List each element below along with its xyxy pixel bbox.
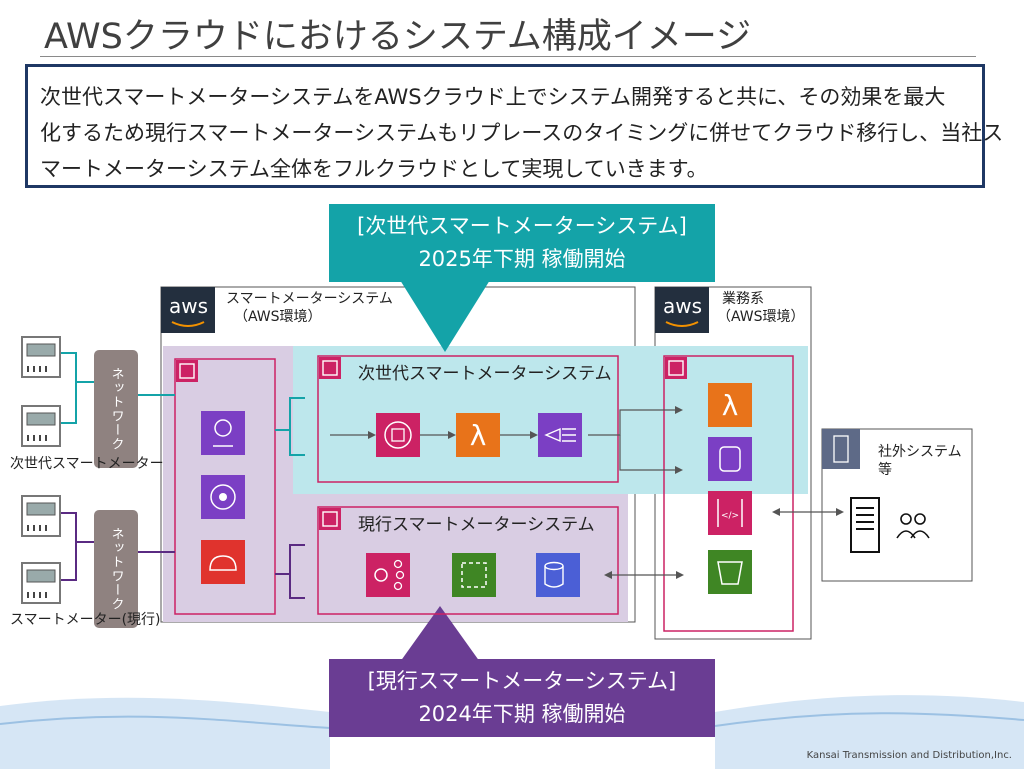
connector-line	[60, 382, 77, 424]
iot-greengrass-icon	[201, 540, 245, 584]
flow-arrow-head	[772, 508, 780, 516]
business-group	[663, 355, 794, 632]
connector-line	[60, 542, 77, 581]
group-icon	[322, 511, 338, 527]
smart-meter-icon	[21, 562, 61, 604]
group-icon	[665, 357, 687, 379]
sns-icon	[366, 553, 410, 597]
connector-line	[289, 397, 305, 456]
summary-box: 次世代スマートメーターシステムをAWSクラウド上でシステム開発すると共に、その効…	[25, 64, 1004, 188]
svg-text:λ: λ	[722, 389, 739, 422]
flow-arrow	[619, 435, 675, 471]
network-box: ネットワーク	[94, 350, 138, 468]
svg-text:</>: </>	[721, 511, 739, 521]
flow-arrow-head	[604, 571, 612, 579]
footer-credit: Kansai Transmission and Distribution,Inc…	[806, 750, 1012, 761]
group-icon	[176, 360, 198, 382]
summary-line: 次世代スマートメーターシステムをAWSクラウド上でシステム開発すると共に、その効…	[40, 85, 946, 109]
external-system-suffix: 等	[878, 462, 892, 478]
smart-meter-icon	[21, 495, 61, 537]
flow-arrow-head	[675, 466, 683, 474]
summary-line: 化するため現行スマートメーターシステムもリプレースのタイミングに併せてクラウド移…	[40, 121, 1004, 145]
database-icon	[536, 553, 580, 597]
flow-arrow-head	[530, 431, 538, 439]
api-gateway-icon	[708, 491, 752, 535]
flow-arrow-head	[836, 508, 844, 516]
aws-logo: aws	[663, 294, 703, 318]
next-gen-group-label: 次世代スマートメーターシステム	[358, 364, 612, 384]
network-box: ネットワーク	[94, 510, 138, 628]
kinesis-icon	[376, 413, 420, 457]
smart-meter-icon	[21, 336, 61, 378]
callout-next-pointer	[400, 280, 490, 352]
users-icon	[896, 513, 930, 539]
business-system-label: 業務系	[722, 291, 764, 307]
server-icon	[850, 497, 880, 553]
wave-decoration	[714, 712, 1024, 727]
smart-meter-system-env: （AWS環境）	[234, 309, 322, 325]
group-icon	[668, 360, 684, 376]
lambda-icon	[708, 383, 752, 427]
current-meter-label: スマートメーター(現行)	[10, 612, 161, 628]
callout-title: [現行スマートメーターシステム]	[367, 669, 677, 693]
group-icon	[319, 508, 341, 530]
ec2-autoscaling-icon	[452, 553, 496, 597]
aws-logo: aws	[169, 294, 209, 318]
smart-meter-system-label: スマートメーターシステム	[226, 291, 393, 307]
group-icon	[179, 363, 195, 379]
connector-line	[289, 544, 305, 599]
flow-arrow	[588, 409, 675, 436]
aws-smile	[171, 321, 205, 327]
title-divider	[40, 56, 976, 57]
callout-schedule: 2025年下期 稼働開始	[418, 247, 626, 271]
next-gen-group	[317, 355, 619, 483]
s3-bucket-icon	[708, 550, 752, 594]
flow-arrow-head	[448, 431, 456, 439]
lambda-icon	[456, 413, 500, 457]
external-system-label: 社外システム	[878, 444, 962, 460]
current-group	[317, 506, 619, 615]
building-icon	[822, 429, 860, 469]
group-icon	[319, 357, 341, 379]
callout-next-gen: [次世代スマートメーターシステム] 2025年下期 稼働開始	[329, 204, 715, 282]
wave-decoration	[0, 697, 330, 769]
smart-meter-icon	[21, 405, 61, 447]
connector-line	[60, 512, 94, 543]
flow-arrow-head	[368, 431, 376, 439]
wave-decoration	[715, 695, 1024, 769]
next-meter-label: 次世代スマートメーター	[10, 456, 164, 472]
callout-current: [現行スマートメーターシステム] 2024年下期 稼働開始	[329, 659, 715, 737]
summary-line: マートメーターシステム全体をフルクラウドとして実現していきます。	[40, 157, 708, 181]
business-system-env: （AWS環境）	[717, 309, 805, 325]
callout-schedule: 2024年下期 稼働開始	[418, 702, 626, 726]
callout-title: [次世代スマートメーターシステム]	[357, 214, 687, 238]
connector-line	[60, 352, 94, 383]
svg-text:λ: λ	[470, 419, 487, 452]
page-title: AWSクラウドにおけるシステム構成イメージ	[44, 17, 752, 57]
callout-current-pointer	[400, 606, 480, 662]
flow-arrow-head	[676, 571, 684, 579]
ingest-group	[174, 358, 276, 615]
group-icon	[322, 360, 338, 376]
flow-arrow-head	[675, 406, 683, 414]
wave-decoration	[0, 715, 331, 729]
iot-core-icon	[201, 411, 245, 455]
current-group-label: 現行スマートメーターシステム	[358, 515, 595, 535]
aws-smile	[665, 321, 699, 327]
storage-icon	[708, 437, 752, 481]
